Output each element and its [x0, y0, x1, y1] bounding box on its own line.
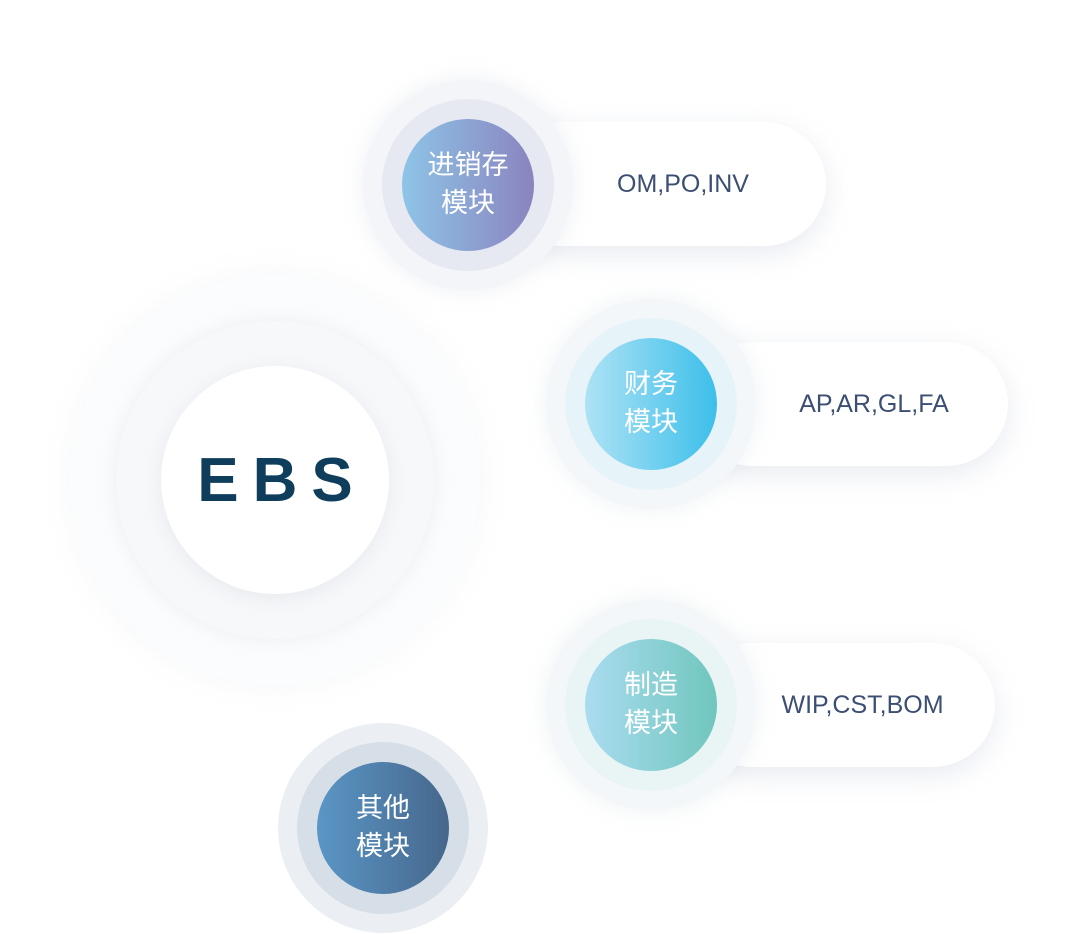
module-purchase-sales-inventory[interactable]: 进销存 模块: [402, 119, 534, 251]
module-name: 财务: [624, 369, 678, 400]
module-name: 制造: [624, 670, 678, 701]
module-finance[interactable]: 财务 模块: [585, 338, 717, 470]
module-name: 进销存: [427, 150, 509, 181]
submodule-list: AP,AR,GL,FA: [799, 389, 949, 418]
ebs-label: EBS: [197, 445, 367, 515]
module-name-suffix: 模块: [356, 831, 410, 862]
module-name: 其他: [356, 793, 410, 824]
module-other[interactable]: 其他 模块: [317, 762, 449, 894]
module-name-suffix: 模块: [624, 407, 678, 438]
module-name-suffix: 模块: [441, 188, 495, 219]
submodule-list: OM,PO,INV: [617, 169, 749, 198]
module-manufacturing[interactable]: 制造 模块: [585, 639, 717, 771]
module-name-suffix: 模块: [624, 708, 678, 739]
submodule-list: WIP,CST,BOM: [781, 690, 944, 719]
ebs-center-node: EBS: [161, 366, 389, 594]
